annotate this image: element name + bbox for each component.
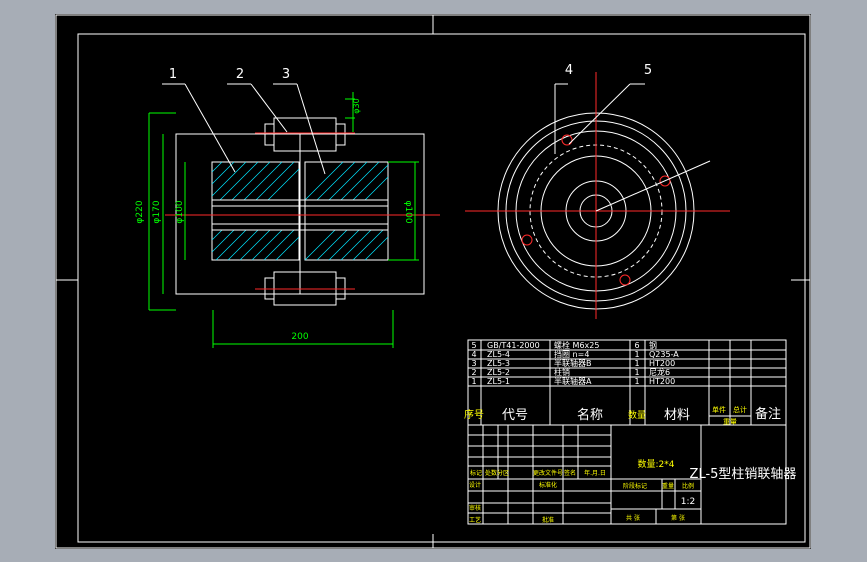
parts-row-material: HT200 bbox=[649, 377, 675, 386]
section-view: φ220 φ170 φ100 φ100 φ30 200 1 2 3 bbox=[135, 67, 440, 348]
tb-scale: 1:2 bbox=[681, 497, 695, 507]
parts-row-material: Q235-A bbox=[649, 350, 679, 359]
balloon-1: 1 bbox=[169, 67, 177, 82]
inner-frame bbox=[77, 33, 806, 543]
flange-left bbox=[175, 133, 301, 295]
parts-row-qty: 1 bbox=[634, 368, 639, 377]
tb-count: 处数 bbox=[485, 469, 497, 477]
tb-change-doc: 更改文件号 bbox=[533, 469, 563, 477]
tb-review: 审核 bbox=[469, 504, 481, 512]
end-view: 4 5 bbox=[465, 63, 730, 319]
parts-row-material: 钢 bbox=[649, 340, 657, 350]
tb-sheet-no: 第 张 bbox=[671, 514, 685, 522]
tb-approve: 批准 bbox=[542, 516, 554, 524]
tb-zone: 分区 bbox=[497, 469, 509, 477]
parts-row-code: ZL5-1 bbox=[487, 377, 510, 386]
parts-row-qty: 1 bbox=[634, 350, 639, 359]
drawing-sheet: φ220 φ170 φ100 φ100 φ30 200 1 2 3 4 5 bbox=[55, 14, 811, 549]
parts-row-no: 3 bbox=[471, 359, 476, 368]
parts-row-no: 5 bbox=[471, 341, 476, 350]
dim-d100-right: φ100 bbox=[403, 200, 413, 223]
dim-d220: φ220 bbox=[135, 200, 145, 223]
title-block: 标记 处数 分区 更改文件号 签名 年.月.日 设计 标准化 审核 工艺 批准 … bbox=[467, 424, 797, 525]
parts-row-material: 尼龙6 bbox=[649, 367, 670, 377]
parts-row-name: 半联轴器B bbox=[554, 358, 592, 368]
hdr-material: 材料 bbox=[664, 408, 690, 423]
tb-date: 年.月.日 bbox=[584, 469, 606, 477]
cad-drawing: φ220 φ170 φ100 φ100 φ30 200 1 2 3 4 5 bbox=[55, 14, 811, 549]
parts-row-code: GB/T41-2000 bbox=[487, 341, 540, 350]
parts-row-name: 挡圈 n=4 bbox=[554, 349, 589, 359]
hdr-unit-weight: 单件 bbox=[712, 405, 726, 414]
dim-d100-left: φ100 bbox=[175, 200, 185, 223]
hdr-weight: 重量 bbox=[723, 418, 737, 426]
parts-row-code: ZL5-3 bbox=[487, 359, 510, 368]
tb-design: 设计 bbox=[469, 481, 481, 489]
balloon-2: 2 bbox=[236, 67, 244, 82]
parts-row-name: 柱销 bbox=[554, 367, 570, 377]
dim-d30: φ30 bbox=[352, 98, 361, 113]
drawing-title: ZL-5型柱销联轴器 bbox=[690, 467, 797, 482]
balloon-5: 5 bbox=[644, 63, 652, 78]
hdr-no: 序号 bbox=[464, 408, 484, 421]
hub-right bbox=[304, 161, 389, 261]
hdr-name: 名称 bbox=[577, 407, 603, 423]
parts-row-no: 4 bbox=[471, 350, 476, 359]
hdr-total-weight: 总计 bbox=[733, 405, 747, 414]
parts-row-material: HT200 bbox=[649, 359, 675, 368]
dim-d170: φ170 bbox=[152, 200, 162, 223]
parts-row-no: 2 bbox=[471, 368, 476, 377]
tb-stage-mark: 阶段标记 bbox=[623, 482, 647, 490]
tb-mark: 标记 bbox=[470, 469, 482, 477]
tb-sheets-total: 共 张 bbox=[626, 514, 640, 522]
parts-row-name: 半联轴器A bbox=[554, 376, 592, 386]
dim-length-200: 200 bbox=[291, 332, 308, 342]
balloon-4: 4 bbox=[565, 63, 573, 78]
tb-sign: 签名 bbox=[564, 469, 576, 477]
hdr-qty: 数量 bbox=[628, 409, 646, 421]
parts-list: 5 GB/T41-2000 螺栓 M6x25 6 钢 4 ZL5-4 挡圈 n=4 1 Q235-… bbox=[464, 339, 787, 426]
hdr-remark: 备注 bbox=[755, 406, 781, 422]
balloon-3: 3 bbox=[282, 67, 290, 82]
parts-row-no: 1 bbox=[471, 377, 476, 386]
parts-row-code: ZL5-2 bbox=[487, 368, 510, 377]
parts-row-qty: 1 bbox=[634, 359, 639, 368]
hdr-code: 代号 bbox=[502, 408, 528, 423]
tb-ratio: 比例 bbox=[682, 482, 694, 490]
flange-right bbox=[299, 133, 425, 295]
tb-quantity: 数量:2*4 bbox=[638, 458, 675, 470]
parts-row-name: 螺栓 M6x25 bbox=[554, 340, 599, 350]
tb-standardize: 标准化 bbox=[539, 481, 557, 489]
tb-weight: 重量 bbox=[662, 482, 674, 490]
tb-process: 工艺 bbox=[469, 516, 481, 524]
parts-row-code: ZL5-4 bbox=[487, 350, 510, 359]
parts-row-qty: 6 bbox=[634, 341, 639, 350]
parts-row-qty: 1 bbox=[634, 377, 639, 386]
